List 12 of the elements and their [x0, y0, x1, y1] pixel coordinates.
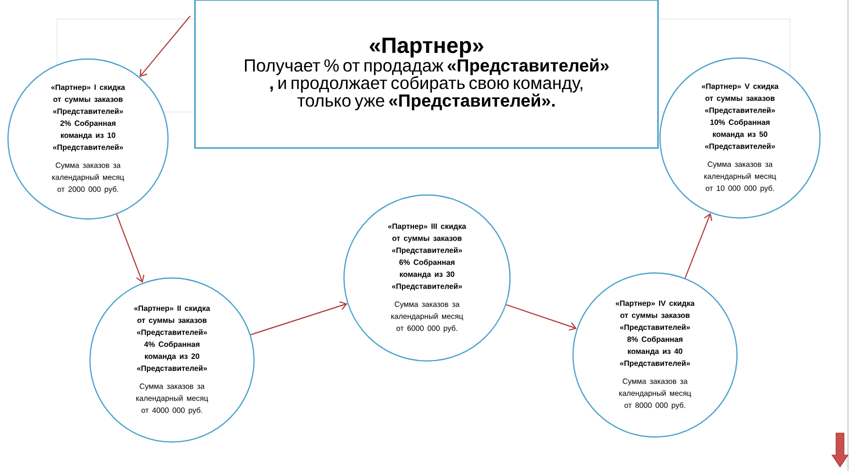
- arrow: [140, 16, 191, 77]
- title-heading: «Партнер»: [370, 38, 484, 58]
- arrow: [250, 301, 348, 336]
- level-circle: [89, 277, 255, 443]
- description-text: Получает % от продадаж «Представителей» , и продолжает собирать свою команду, только уже «Представителей».: [244, 58, 609, 110]
- level-circle: [7, 58, 169, 220]
- level-circle: [659, 57, 821, 219]
- arrow: [684, 213, 712, 278]
- arrow: [116, 214, 144, 283]
- arrow: [506, 304, 577, 331]
- level-circle: [572, 272, 738, 438]
- level-circle: [343, 194, 511, 362]
